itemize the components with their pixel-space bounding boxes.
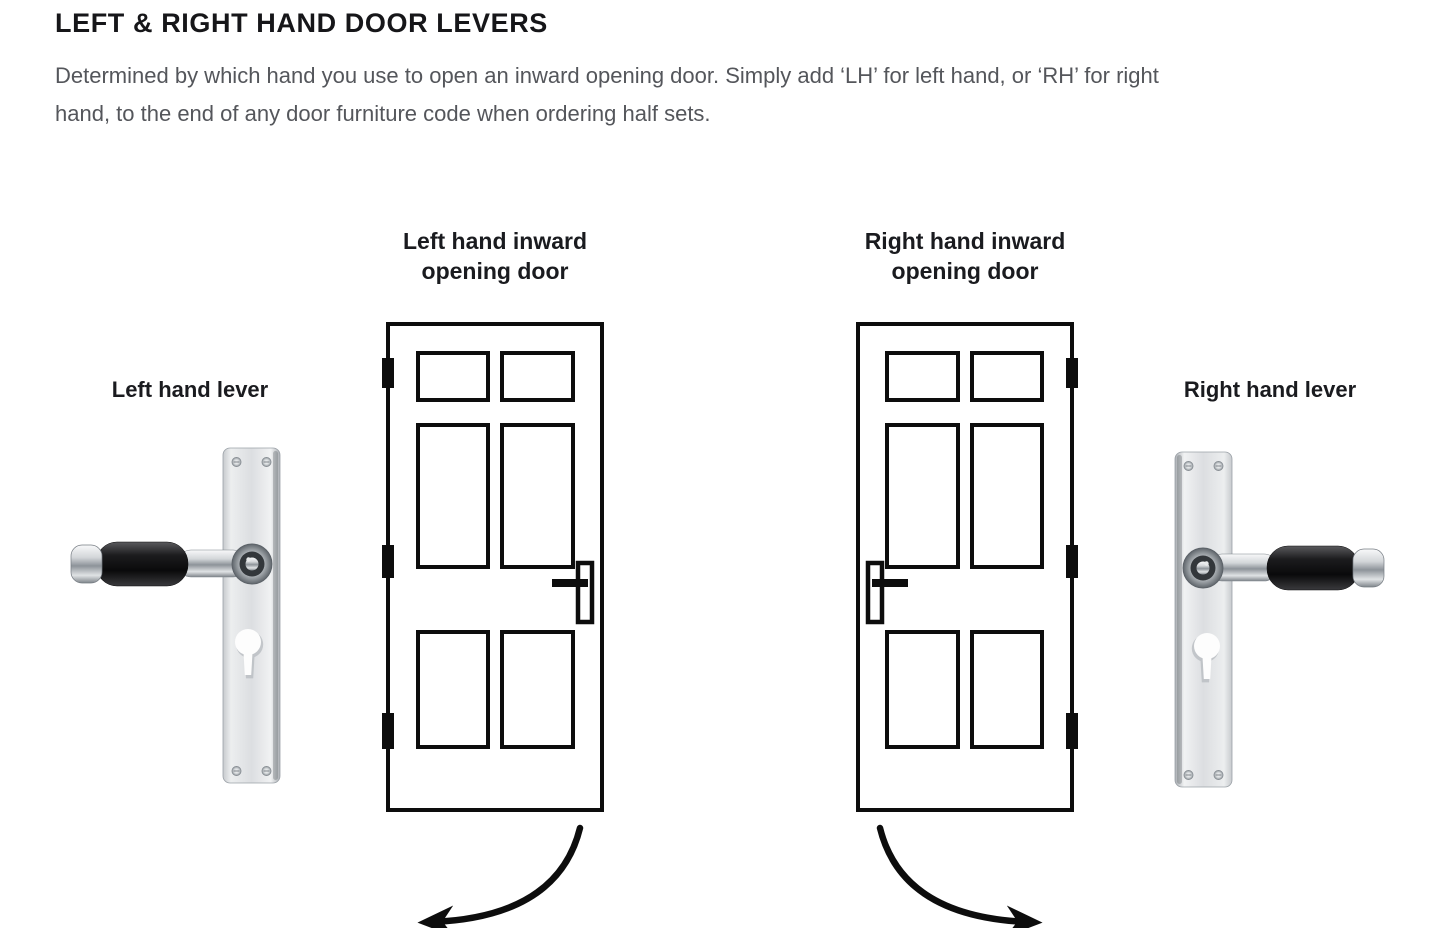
left-door-label: Left hand inward opening door (403, 228, 587, 284)
right-door-label: Right hand inward opening door (864, 228, 1066, 284)
left-lever-label: Left hand lever (111, 377, 269, 402)
right-door-drawing (858, 324, 1078, 922)
left-lever-drawing (70, 447, 281, 784)
left-hand-lever-image (70, 447, 281, 784)
intro-paragraph: Determined by which hand you use to open… (55, 63, 1159, 126)
right-door-diagram (850, 320, 1080, 928)
left-door-diagram (380, 320, 610, 928)
page-title: LEFT & RIGHT HAND DOOR LEVERS (55, 8, 548, 38)
right-hand-lever-image (1174, 451, 1385, 788)
left-door-drawing (382, 324, 602, 922)
right-lever-drawing (1174, 451, 1385, 788)
right-lever-label: Right hand lever (1183, 377, 1357, 402)
